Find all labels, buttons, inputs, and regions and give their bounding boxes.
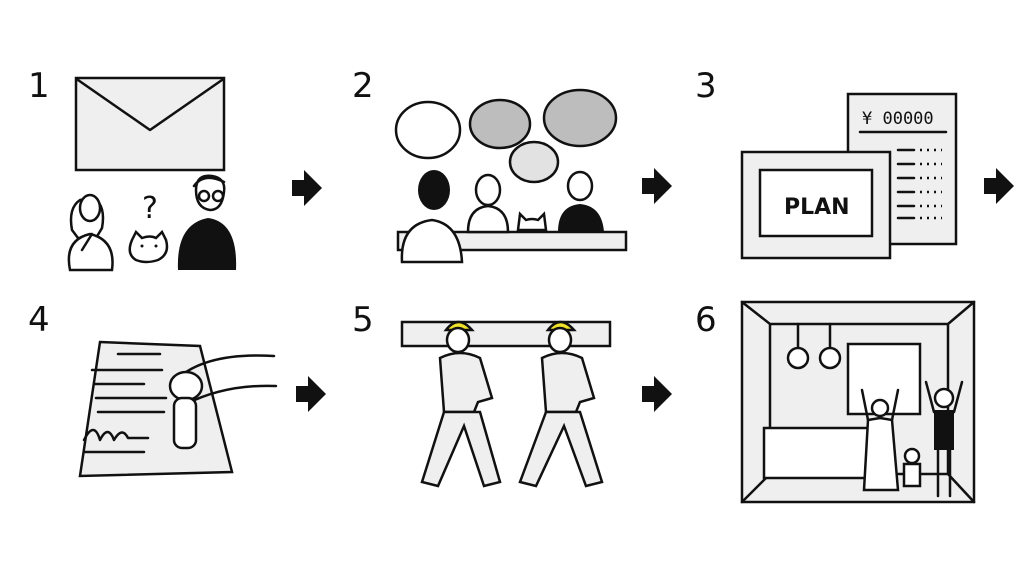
step-4-contract (78, 340, 278, 478)
family-celebrating-figure (860, 380, 964, 498)
step-number-5: 5 (352, 300, 374, 340)
worker-figure (420, 320, 502, 488)
man-with-glasses-figure (177, 174, 237, 270)
speech-bubble-icon (394, 88, 618, 184)
step-5-construction (400, 320, 612, 488)
step-number-3: 3 (695, 66, 717, 106)
floor-plan-document: PLAN (740, 150, 892, 260)
lumber-beam (400, 320, 612, 348)
arrow-icon-1 (292, 170, 322, 206)
customer-figure (400, 170, 464, 264)
pendant-light-icon (786, 322, 842, 370)
step-number-1: 1 (28, 66, 50, 106)
arrow-icon-5 (642, 376, 672, 412)
cat-icon (128, 229, 169, 264)
cat-icon (516, 211, 548, 232)
sofa (762, 426, 876, 480)
arrow-icon-2 (642, 168, 672, 204)
step-number-2: 2 (352, 66, 374, 106)
step-number-4: 4 (28, 300, 50, 340)
man-with-glasses-figure (558, 170, 604, 232)
step-1-inquiry: ? (67, 76, 237, 272)
step-6-completed-room (740, 300, 976, 504)
woman-figure (466, 173, 510, 234)
step-number-6: 6 (695, 300, 717, 340)
estimate-price: ¥ 00000 (862, 109, 934, 129)
plan-label: PLAN (784, 195, 850, 220)
worker-figure (518, 320, 604, 488)
question-mark: ? (142, 191, 158, 226)
step-2-meeting (394, 88, 628, 264)
woman-thinking-figure (67, 193, 114, 272)
arrow-icon-3 (984, 168, 1014, 204)
step-3-plan-and-estimate: ¥ 00000 PLAN (740, 92, 958, 260)
hand-stamping-icon (168, 354, 278, 450)
arrow-icon-4 (296, 376, 326, 412)
envelope-icon (74, 76, 226, 172)
